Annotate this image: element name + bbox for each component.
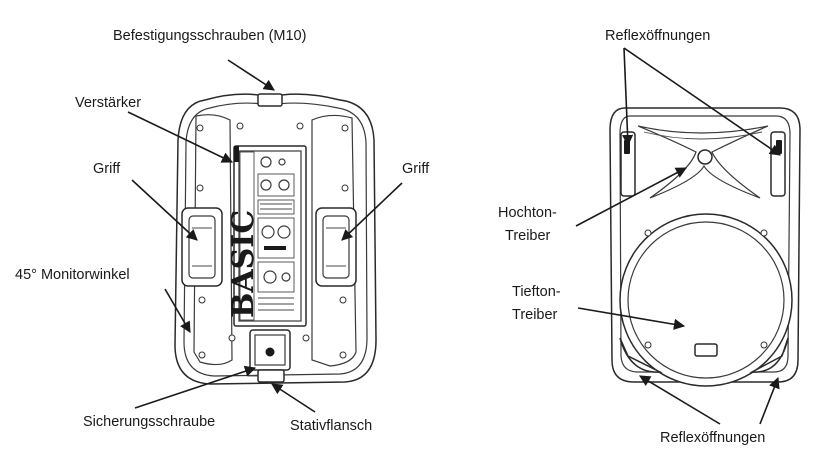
arrow-woofer [577,307,686,330]
arrow-safety-screw [134,365,257,409]
label-stand-flange: Stativflansch [290,418,372,434]
left-rail [193,114,233,366]
right-rail [311,114,357,367]
left-handle [181,207,223,287]
label-tweeter-line1: Hochton- [498,205,557,221]
label-mounting-screws: Befestigungsschrauben (M10) [113,28,306,44]
reflex-port-bottom-right [749,337,789,373]
label-tweeter-line2: Treiber [505,228,551,244]
label-reflex-top: Reflexöffnungen [605,28,710,44]
rear-screws [196,122,349,359]
stand-flange [248,329,291,383]
label-woofer-line2: Treiber [512,307,558,323]
arrow-mounting-screws [227,59,275,91]
leader-lines [127,47,781,425]
label-woofer-line1: Tiefton- [512,284,561,300]
label-reflex-bottom: Reflexöffnungen [660,430,765,446]
reflex-port-bottom-left [619,337,663,373]
arrow-reflex-bottom-right [759,376,780,425]
panel-brand: BASIC [226,210,261,318]
arrow-monitor-angle [164,288,191,333]
arrow-reflex-bottom-left [639,375,721,425]
label-handle-left: Griff [93,161,121,177]
arrow-reflex-top-left [621,47,634,147]
label-monitor-angle: 45° Monitorwinkel [15,267,130,283]
tweeter [697,149,713,165]
front-screws [644,229,768,349]
label-amplifier: Verstärker [75,95,141,111]
right-handle [315,207,357,287]
arrow-amplifier [127,111,234,163]
arrow-tweeter [575,167,687,227]
label-safety-screw: Sicherungsschraube [83,414,215,430]
arrow-reflex-top-right [623,47,781,156]
arrow-handle-right [341,182,403,241]
woofer [619,213,793,387]
amplifier-panel: BASIC [226,145,307,327]
rear-view-speaker: BASIC [174,93,377,385]
arrow-handle-left [131,179,198,241]
front-view-speaker [609,107,801,387]
label-handle-right: Griff [402,161,430,177]
arrow-stand-flange [271,383,316,413]
